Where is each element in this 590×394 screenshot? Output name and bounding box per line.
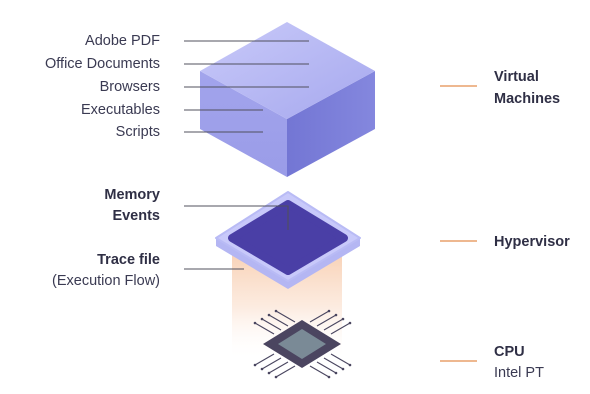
chip-die (278, 329, 326, 359)
vm-left-face (200, 71, 287, 177)
virtual-machines-block (200, 22, 375, 177)
vm-input-executables: Executables (81, 102, 160, 118)
vm-input-labels: Adobe PDF Office Documents Browsers Exec… (45, 33, 309, 140)
layer-virtual-machines-line1: Virtual (494, 69, 539, 85)
vm-input-browsers: Browsers (100, 79, 160, 95)
hypervisor-input-labels: Memory Events Trace file (Execution Flow… (52, 187, 289, 289)
chip-pin-dots (253, 309, 352, 379)
memory-events-line1: Memory (104, 187, 160, 203)
hypervisor-block (215, 191, 361, 289)
layer-cpu-subtitle: Intel PT (494, 365, 544, 381)
vm-input-adobe-pdf: Adobe PDF (85, 33, 160, 49)
vm-top-face (200, 22, 375, 119)
vm-right-face (287, 71, 375, 177)
layer-virtual-machines-line2: Machines (494, 91, 560, 107)
memory-events-line2: Events (112, 208, 160, 224)
chip-pins (254, 310, 351, 378)
vm-input-scripts: Scripts (116, 124, 160, 140)
trace-file-subtitle: (Execution Flow) (52, 273, 160, 289)
cpu-chip (253, 309, 352, 379)
layer-labels: Virtual Machines Hypervisor CPU Intel PT (440, 69, 570, 381)
trace-file-title: Trace file (97, 252, 160, 268)
layer-hypervisor: Hypervisor (494, 234, 570, 250)
leader-memory-events (184, 205, 289, 230)
layer-cpu: CPU (494, 344, 525, 360)
hypervisor-core (228, 200, 348, 275)
vm-input-office-documents: Office Documents (45, 56, 160, 72)
